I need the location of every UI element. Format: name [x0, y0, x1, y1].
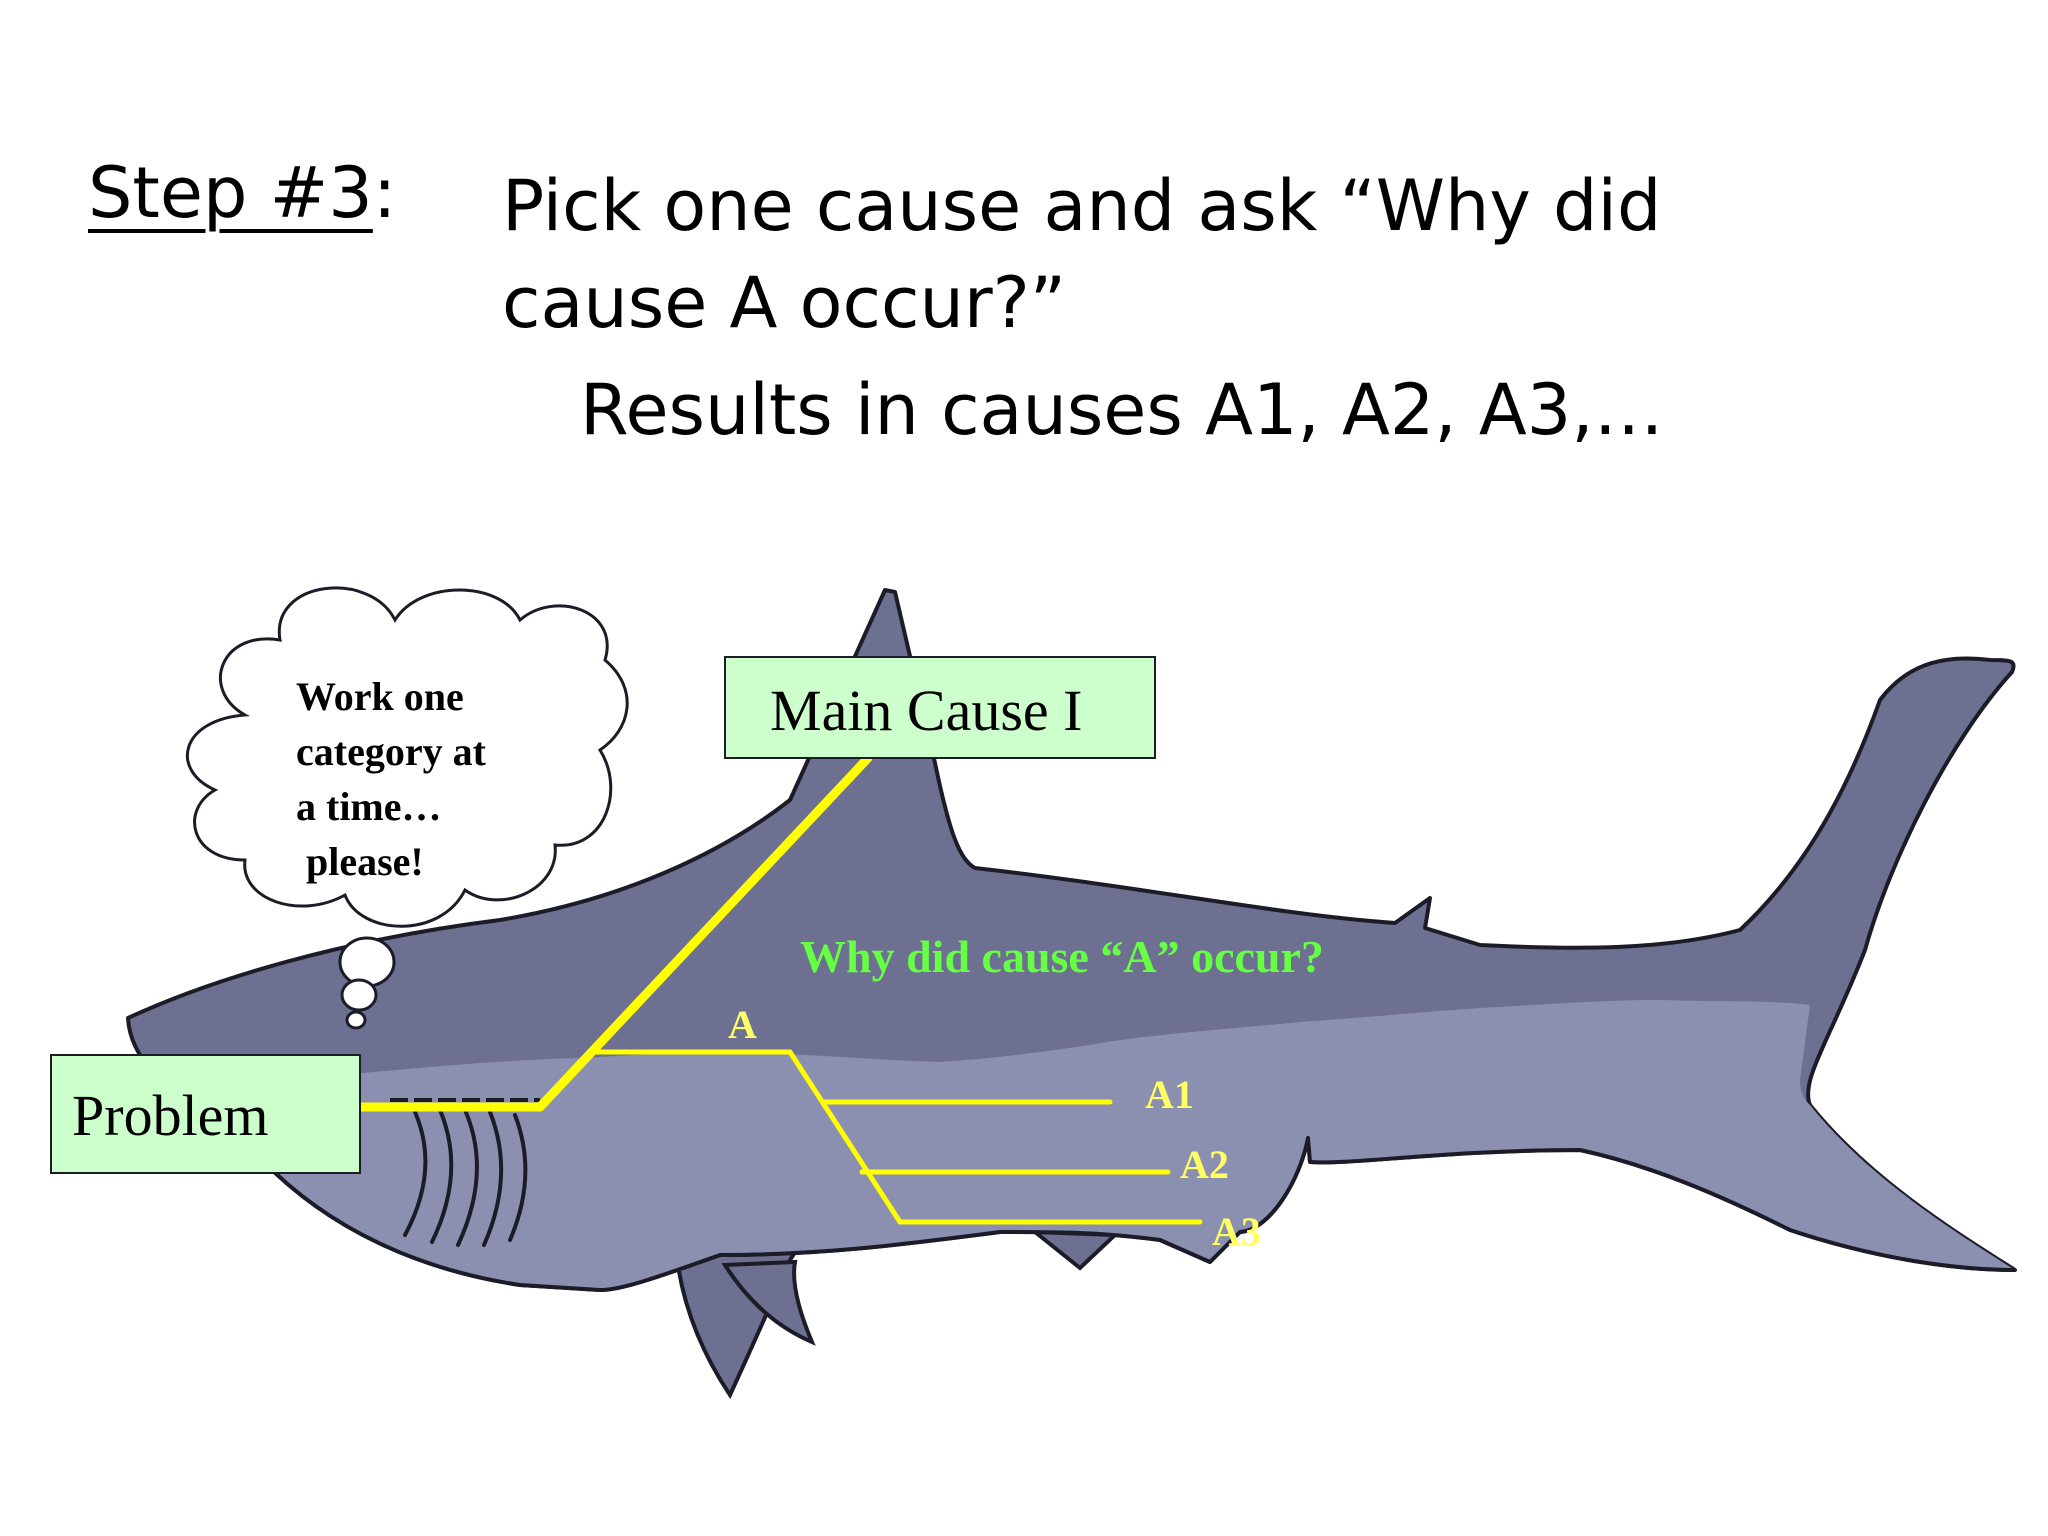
thought-line-3: a time… [296, 784, 442, 829]
why-question: Why did cause “A” occur? [800, 931, 1324, 982]
thought-line-4: please! [296, 839, 424, 884]
fishbone-lines [355, 753, 1203, 1225]
cause-a-label: A [728, 1002, 757, 1047]
cause-a-bone [589, 1049, 903, 1225]
thought-cloud-shape [185, 586, 629, 928]
main-cause-box-rect [724, 656, 1156, 759]
main-cause-label: Main Cause I [770, 678, 1083, 743]
shark-pelvic-fin [721, 1259, 816, 1346]
step-result: Results in causes A1, A2, A3,… [580, 369, 1664, 451]
thought-bubble-medium [340, 978, 378, 1012]
thought-bubble-large [338, 936, 396, 988]
shark-belly-outline [220, 1123, 2016, 1292]
sub-cause-a3-label: A3 [1212, 1209, 1261, 1254]
shark-belly [222, 1000, 2015, 1290]
shark-gills [403, 1108, 528, 1247]
thought-cloud: Work one category at a time… please! [185, 586, 629, 1030]
sub-cause-a2-label: A2 [1180, 1142, 1229, 1187]
sub-cause-a1-label: A1 [1145, 1072, 1194, 1117]
step-label: Step #3: [88, 158, 396, 228]
step-instruction: Pick one cause and ask “Why did cause A … [502, 165, 1662, 344]
thought-line-1: Work one [296, 674, 464, 719]
step-number: Step #3 [88, 152, 373, 234]
shark-anal-fin [1029, 1229, 1120, 1271]
problem-box-rect [50, 1054, 361, 1174]
main-cause-bone [535, 753, 873, 1112]
step-colon: : [372, 152, 397, 234]
thought-bubble-small [345, 1010, 367, 1030]
problem-label: Problem [72, 1083, 269, 1148]
thought-line-2: category at [296, 729, 487, 774]
problem-box: Problem [50, 1054, 361, 1174]
main-cause-box: Main Cause I [724, 656, 1156, 759]
